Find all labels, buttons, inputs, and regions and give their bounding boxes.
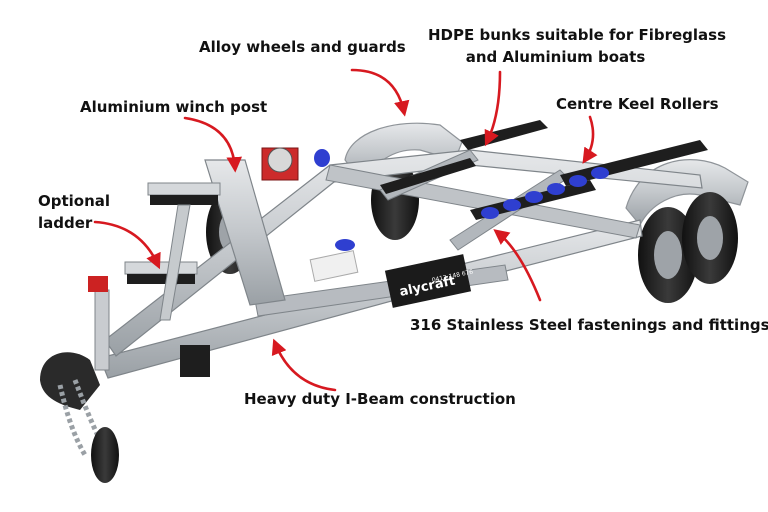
callout-alloy-wheels: Alloy wheels and guards (199, 38, 406, 56)
rear-tyres (638, 192, 738, 303)
callout-keel-rollers: Centre Keel Rollers (556, 95, 719, 113)
arrow-alloy-wheels (350, 68, 410, 117)
arrow-keel-rollers (582, 115, 598, 164)
callout-ladder-line1: Optional (38, 192, 111, 210)
arrow-hdpe-bunks (484, 70, 502, 147)
optional-ladder (124, 182, 221, 321)
keel-rollers (314, 149, 609, 251)
arrow-ladder (93, 220, 161, 270)
callout-hdpe-bunks: HDPE bunks suitable for Fibreglass and A… (428, 24, 727, 68)
tow-hitch (40, 276, 210, 483)
callout-stainless: 316 Stainless Steel fastenings and fitti… (410, 316, 768, 334)
callout-hdpe-bunks-line2: and Aluminium boats (465, 48, 646, 66)
winch-post (204, 147, 299, 306)
arrow-stainless (493, 229, 542, 302)
callout-ladder-line2: ladder (38, 214, 93, 232)
callout-arrows (93, 68, 598, 392)
callout-hdpe-bunks-line1: HDPE bunks suitable for Fibreglass (428, 26, 727, 44)
alycraft-badge (309, 250, 472, 308)
arrow-winch-post (183, 116, 243, 173)
arrow-ibeam (271, 338, 337, 392)
callout-ibeam: Heavy duty I-Beam construction (244, 390, 516, 408)
callout-ladder: Optional ladder (38, 190, 110, 234)
callout-winch-post: Aluminium winch post (80, 98, 268, 116)
